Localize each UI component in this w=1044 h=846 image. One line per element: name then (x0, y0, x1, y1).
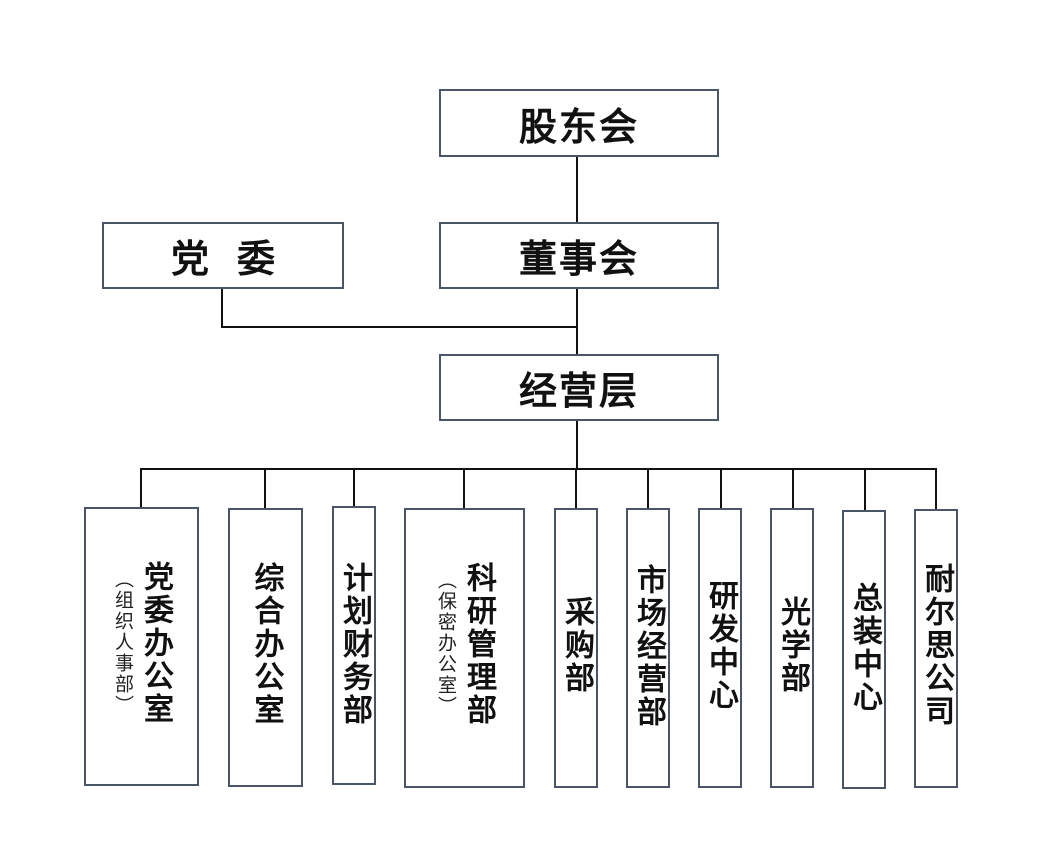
dept-name: 科研管理部 (461, 562, 496, 727)
dept-box-procurement: 采购部 (554, 508, 598, 788)
shareholders-meeting-box: 股东会 (439, 89, 719, 157)
party-committee-label-a: 党 (170, 236, 209, 281)
dept-name: 市场经营部 (631, 564, 666, 729)
shareholders-meeting-label: 股东会 (518, 103, 639, 149)
dept-note: （保密办公室） (435, 570, 457, 717)
party-committee-box: 党 委 (102, 222, 344, 289)
dept-name: 综合办公室 (248, 562, 284, 727)
dept-name: 总装中心 (847, 582, 882, 714)
board-of-directors-box: 董事会 (439, 222, 719, 289)
dept-box-research-management: 科研管理部 （保密办公室） (404, 508, 525, 788)
dept-name: 耐尔思公司 (919, 563, 954, 728)
party-committee-label-b: 委 (237, 236, 276, 281)
dept-name: 光学部 (775, 596, 810, 695)
dept-box-party-office: 党委办公室 （组织人事部） (84, 507, 199, 786)
dept-box-rnd-center: 研发中心 (698, 508, 742, 788)
dept-box-optics: 光学部 (770, 508, 814, 788)
dept-note: （组织人事部） (112, 569, 134, 716)
dept-name: 采购部 (559, 596, 594, 695)
management-box: 经营层 (439, 354, 719, 421)
dept-name: 计划财务部 (337, 562, 372, 727)
board-of-directors-label: 董事会 (518, 236, 639, 281)
dept-name: 研发中心 (703, 580, 738, 712)
dept-box-marketing: 市场经营部 (626, 508, 670, 788)
dept-box-naiersi-company: 耐尔思公司 (914, 509, 958, 788)
dept-box-general-office: 综合办公室 (228, 508, 303, 787)
dept-box-finance: 计划财务部 (332, 506, 376, 785)
dept-name: 党委办公室 (138, 561, 173, 726)
management-label: 经营层 (518, 368, 639, 413)
dept-box-assembly-center: 总装中心 (842, 510, 886, 789)
